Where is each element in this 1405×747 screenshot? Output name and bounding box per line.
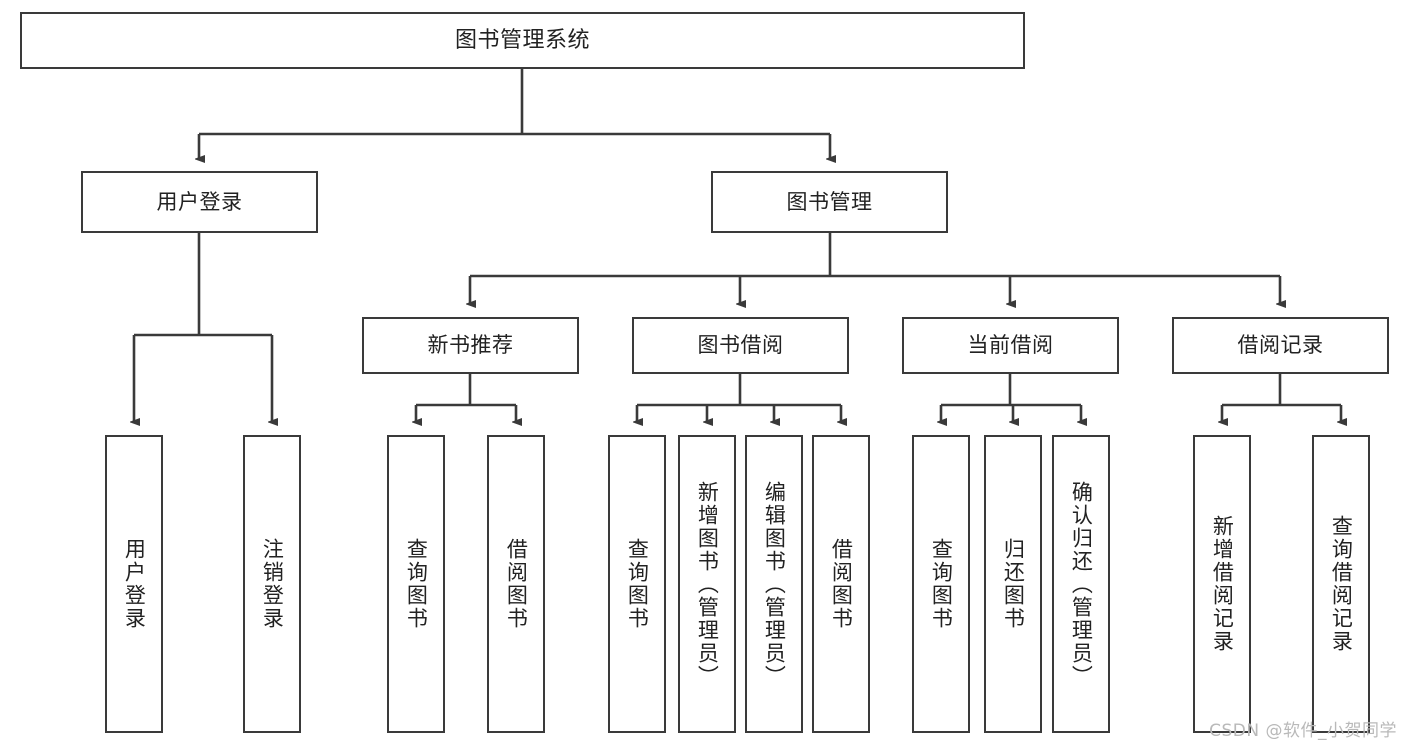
node-label: 图书管理系统 bbox=[454, 27, 590, 53]
node-label: 新增借阅记录 bbox=[1210, 515, 1235, 653]
leaf-query-borrow-record[interactable]: 查询借阅记录 bbox=[1312, 435, 1370, 733]
node-label: 新书推荐 bbox=[427, 333, 514, 358]
node-label: 借阅图书 bbox=[829, 538, 854, 630]
node-root-system[interactable]: 图书管理系统 bbox=[20, 12, 1025, 69]
node-user-login[interactable]: 用户登录 bbox=[81, 171, 318, 233]
leaf-logout[interactable]: 注销登录 bbox=[243, 435, 301, 733]
edge-group-root bbox=[199, 69, 830, 159]
node-book-borrow[interactable]: 图书借阅 bbox=[632, 317, 849, 374]
node-label: 图书管理 bbox=[786, 189, 873, 214]
node-label: 查询借阅记录 bbox=[1329, 515, 1354, 653]
leaf-query-books-current[interactable]: 查询图书 bbox=[912, 435, 970, 733]
node-label: 用户登录 bbox=[122, 538, 147, 630]
edge-group-borrow-records bbox=[1222, 374, 1341, 422]
edge-group-user-login bbox=[134, 233, 272, 422]
edge-group-current-borrow bbox=[941, 374, 1081, 422]
node-label: 用户登录 bbox=[156, 189, 243, 214]
node-label: 图书借阅 bbox=[697, 333, 784, 358]
node-label: 注销登录 bbox=[260, 538, 285, 630]
node-label: 当前借阅 bbox=[967, 333, 1054, 358]
node-label: 编辑图书（管理员） bbox=[762, 480, 787, 688]
leaf-confirm-return-admin[interactable]: 确认归还（管理员） bbox=[1052, 435, 1110, 733]
node-borrow-records[interactable]: 借阅记录 bbox=[1172, 317, 1389, 374]
node-label: 查询图书 bbox=[929, 538, 954, 630]
node-label: 查询图书 bbox=[625, 538, 650, 630]
leaf-query-books-borrow[interactable]: 查询图书 bbox=[608, 435, 666, 733]
node-label: 借阅图书 bbox=[504, 538, 529, 630]
node-current-borrow[interactable]: 当前借阅 bbox=[902, 317, 1119, 374]
node-label: 确认归还（管理员） bbox=[1069, 480, 1094, 688]
node-label: 归还图书 bbox=[1001, 538, 1026, 630]
leaf-borrow-book[interactable]: 借阅图书 bbox=[812, 435, 870, 733]
leaf-user-login[interactable]: 用户登录 bbox=[105, 435, 163, 733]
edge-group-book-mgmt bbox=[470, 233, 1280, 304]
node-label: 借阅记录 bbox=[1237, 333, 1324, 358]
leaf-borrow-books-recommend[interactable]: 借阅图书 bbox=[487, 435, 545, 733]
node-new-book-recommend[interactable]: 新书推荐 bbox=[362, 317, 579, 374]
node-label: 查询图书 bbox=[404, 538, 429, 630]
node-book-management[interactable]: 图书管理 bbox=[711, 171, 948, 233]
leaf-add-book-admin[interactable]: 新增图书（管理员） bbox=[678, 435, 736, 733]
node-label: 新增图书（管理员） bbox=[695, 480, 720, 688]
edge-group-new-books bbox=[416, 374, 516, 422]
edge-group-borrow bbox=[637, 374, 841, 422]
leaf-add-borrow-record[interactable]: 新增借阅记录 bbox=[1193, 435, 1251, 733]
leaf-edit-book-admin[interactable]: 编辑图书（管理员） bbox=[745, 435, 803, 733]
leaf-return-book[interactable]: 归还图书 bbox=[984, 435, 1042, 733]
leaf-query-books-recommend[interactable]: 查询图书 bbox=[387, 435, 445, 733]
watermark-text: CSDN @软件_小贺同学 bbox=[1209, 721, 1397, 741]
